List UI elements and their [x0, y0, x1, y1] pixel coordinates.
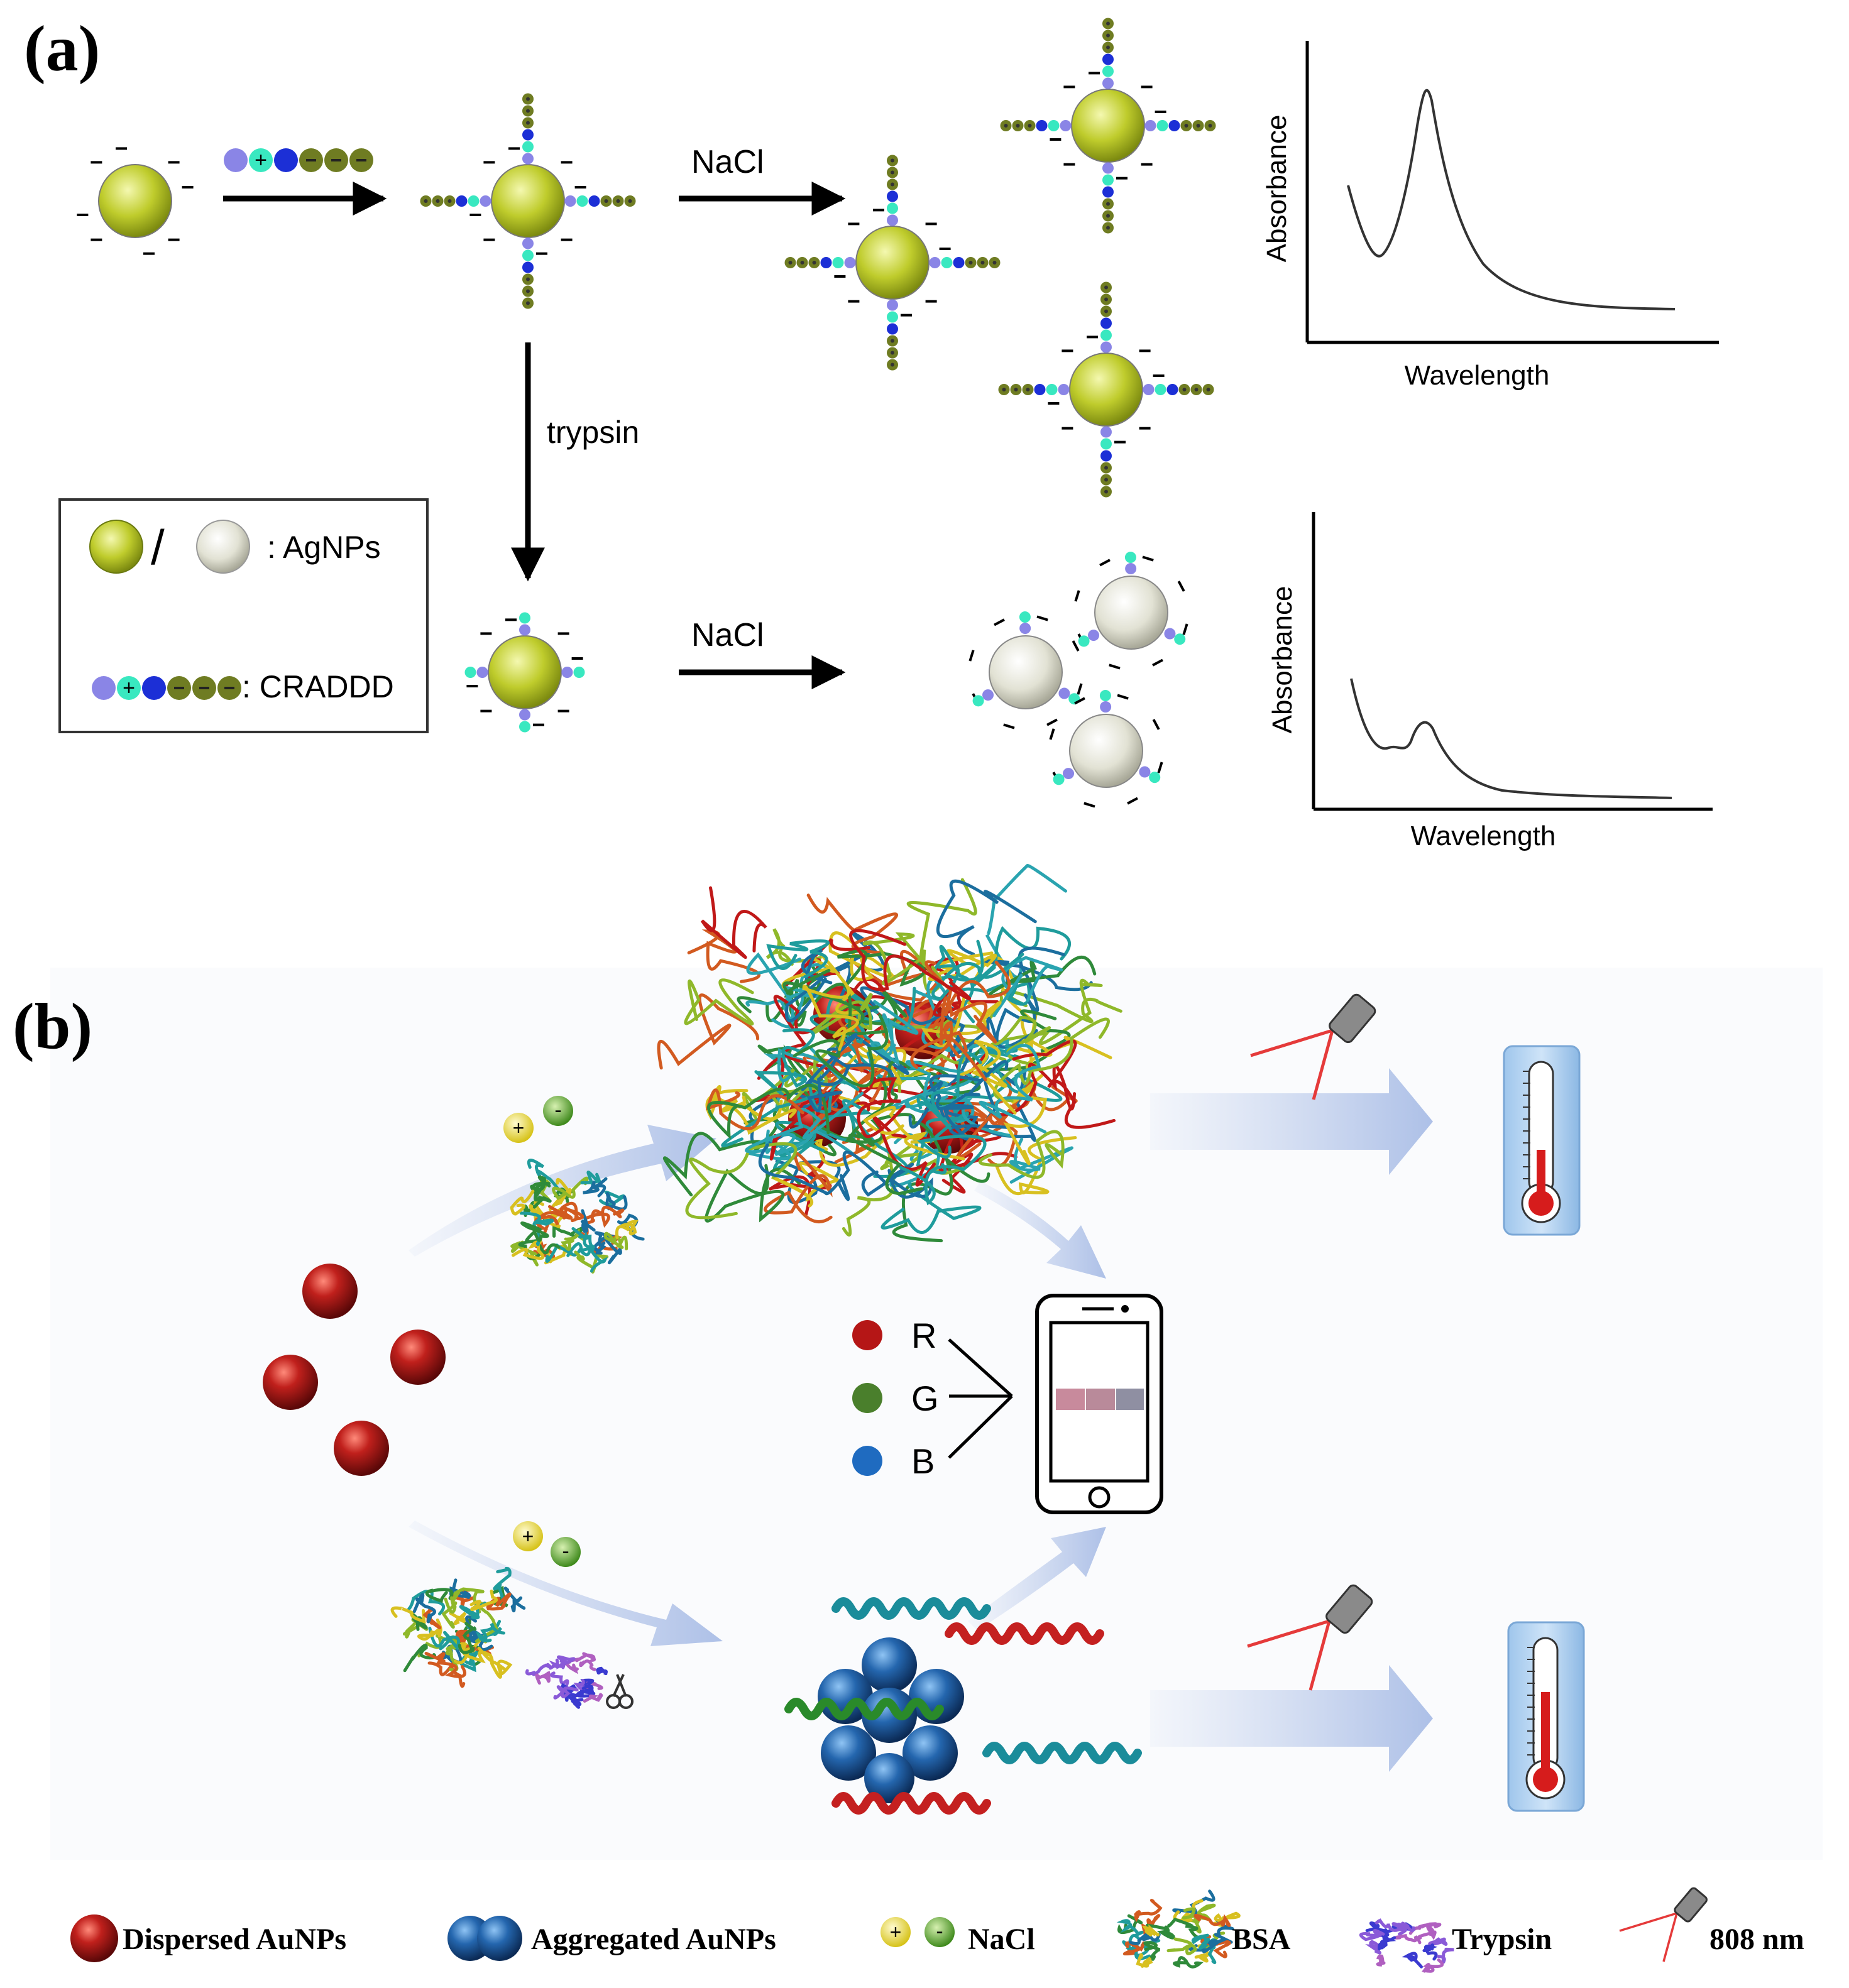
nacl-label-top: NaCl [691, 144, 764, 180]
legend-nacl-label: NaCl [968, 1923, 1035, 1956]
craddd-peptide-icon: + [224, 148, 373, 172]
aggregated-aunp-cluster [818, 1637, 964, 1803]
legend-trypsin-icon [1359, 1918, 1454, 1973]
cl-ion-upper [543, 1096, 573, 1126]
legend-craddd-peptide: + [92, 676, 241, 700]
aggregated-agnp-3 [1049, 690, 1163, 808]
smartphone-icon [1035, 1294, 1163, 1514]
thermometer-low [1503, 1045, 1581, 1236]
arrow-to-thermometer-bottom [1150, 1665, 1433, 1772]
laser-808nm-bottom [1247, 1584, 1373, 1691]
dispersed-aunp-2 [390, 1330, 446, 1385]
aggregated-agnp-1 [968, 611, 1083, 729]
bare-agnp [77, 147, 194, 255]
scissors-icon [606, 1674, 634, 1709]
legend-laser-icon [1619, 1887, 1708, 1962]
legend-bsa-icon [1116, 1889, 1241, 1969]
arrow-to-phone-bottom [968, 1527, 1106, 1630]
na-plus-lower: + [522, 1525, 534, 1548]
legend-slash: / [151, 520, 165, 575]
legend-agnps-label: : AgNPs [267, 530, 381, 565]
dispersed-agnp-1 [1000, 18, 1216, 234]
bsa-protein-lower [390, 1566, 526, 1688]
bsa-protein-upper [510, 1159, 645, 1274]
dispersed-agnp-2 [784, 155, 1001, 371]
na-ion-upper [503, 1113, 534, 1143]
legend-na-plus: + [890, 1921, 902, 1943]
legend-laser-label: 808 nm [1709, 1923, 1804, 1956]
rgb-bracket [948, 1338, 1013, 1459]
cl-minus-upper: - [554, 1098, 561, 1122]
legend-bsa-label: BSA [1232, 1923, 1291, 1956]
plot-bottom-spectrum [1350, 678, 1672, 799]
plot-bottom-ylabel: Absorbance [1267, 586, 1298, 734]
legend-cl-minus: - [936, 1920, 943, 1943]
plot-bottom-xlabel: Wavelength [1411, 821, 1556, 851]
legend-green-agnp [89, 520, 143, 574]
arrow-upper-branch [409, 1125, 716, 1257]
legend-aggregated-label: Aggregated AuNPs [531, 1923, 776, 1956]
svg-text:+: + [123, 676, 135, 700]
cleaved-agnp [464, 612, 585, 733]
plot-top-ylabel: Absorbance [1261, 115, 1292, 263]
dispersed-aunp-1 [302, 1264, 358, 1319]
legend-cl-ion [924, 1917, 955, 1947]
legend-na-ion [881, 1917, 911, 1947]
dispersed-aunp-3 [263, 1355, 318, 1410]
functionalized-agnp [420, 93, 636, 309]
arrow-lower-branch [409, 1521, 723, 1646]
rgb-dot-red [852, 1320, 882, 1350]
arrow-to-phone-top [974, 1181, 1106, 1279]
trypsin-protein-lower [525, 1652, 608, 1709]
bsa-coated-aunp-complex [657, 864, 1122, 1243]
na-ion-lower [513, 1521, 543, 1551]
plot-top-xlabel: Wavelength [1405, 360, 1550, 391]
cl-ion-lower [551, 1537, 581, 1567]
dispersed-aunp-4 [334, 1421, 389, 1476]
legend-dispersed-aunp [70, 1914, 118, 1962]
plot-bottom: Absorbance Wavelength [1267, 512, 1713, 851]
plot-top: Absorbance Wavelength [1261, 41, 1719, 391]
svg-text:+: + [255, 148, 267, 172]
cl-minus-lower: - [562, 1539, 569, 1563]
laser-808nm-top [1250, 993, 1376, 1100]
rgb-label-g: G [911, 1379, 939, 1418]
panel-a-label: (a) [24, 13, 100, 85]
dispersed-agnp-3 [998, 281, 1214, 498]
rgb-dot-green [852, 1383, 882, 1413]
plot-top-spectrum [1347, 89, 1676, 310]
rgb-label-r: R [911, 1316, 936, 1355]
legend-aggregated-aunp-b [477, 1916, 522, 1961]
legend-trypsin-label: Trypsin [1452, 1923, 1552, 1956]
aggregated-agnp-2 [1074, 552, 1188, 670]
panel-b-legend: Dispersed AuNPs Aggregated AuNPs + - NaC… [70, 1887, 1804, 1973]
rgb-dot-blue [852, 1446, 882, 1476]
na-plus-upper: + [513, 1117, 525, 1139]
trypsin-label: trypsin [547, 415, 639, 450]
trypsin-fragments [784, 1597, 1142, 1815]
thermometer-high [1507, 1621, 1585, 1812]
legend-craddd-label: : CRADDD [242, 669, 394, 704]
arrow-to-thermometer-top [1150, 1068, 1433, 1175]
legend-white-agnp [196, 520, 250, 574]
rgb-label-b: B [911, 1441, 935, 1481]
legend-dispersed-label: Dispersed AuNPs [123, 1923, 346, 1956]
panel-b-label: (b) [13, 990, 92, 1062]
nacl-label-bottom: NaCl [691, 617, 764, 653]
